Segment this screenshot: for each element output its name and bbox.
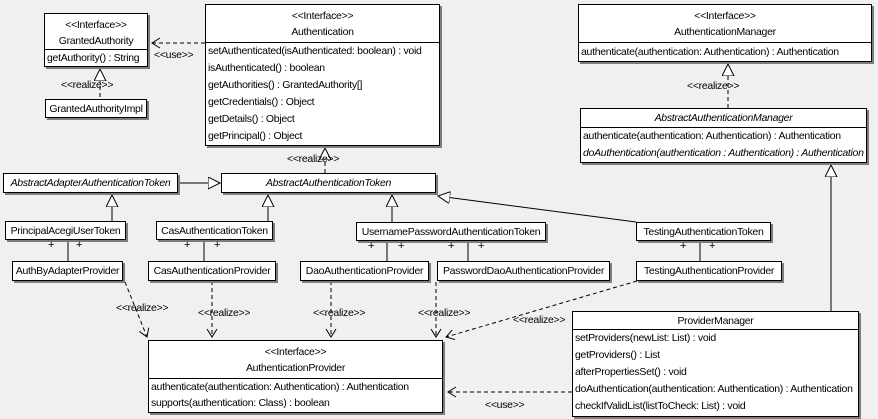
class-name: AbstractAuthenticationManager <box>654 112 793 124</box>
class-name: ProviderManager <box>677 314 754 327</box>
method: afterPropertiesSet() : void <box>575 366 687 378</box>
label-use-grantedauthority: <<use>> <box>154 49 194 61</box>
class-abstract-authentication-manager: AbstractAuthenticationManager authentica… <box>580 108 867 163</box>
class-principal-acegi-user-token: PrincipalAcegiUserToken <box>5 221 126 240</box>
class-name: PasswordDaoAuthenticationProvider <box>442 265 605 277</box>
class-name: AuthenticationManager <box>674 26 776 38</box>
label-realize-authbyadapterprovider: <<realize>> <box>116 302 169 314</box>
class-name: PrincipalAcegiUserToken <box>10 224 121 237</box>
class-abstract-authentication-token: AbstractAuthenticationToken <box>221 173 436 193</box>
methods-compartment: getAuthority() : String <box>45 49 147 66</box>
stereotype: <<Interface>> <box>264 346 327 358</box>
label-realize-abstractauthenticationtoken: <<realize>> <box>287 153 340 165</box>
class-header: ProviderManager <box>573 312 858 329</box>
class-name: GrantedAuthorityImpl <box>49 102 143 115</box>
class-name: UsernamePasswordAuthenticationToken <box>361 225 541 238</box>
association-plus: + <box>478 240 485 252</box>
class-granted-authority-impl: GrantedAuthorityImpl <box>45 99 147 118</box>
label-realize-testingprovider: <<realize>> <box>513 314 566 326</box>
method: setAuthenticated(isAuthenticated: boolea… <box>208 45 422 57</box>
association-plus: + <box>184 239 191 251</box>
method: getPrincipal() : Object <box>208 130 303 142</box>
class-provider-manager: ProviderManager setProviders(newList: Li… <box>572 311 859 417</box>
association-plus: + <box>398 240 405 252</box>
association-plus: + <box>214 239 221 251</box>
edge-realize-testingprovider-authenticationprovider <box>445 280 638 341</box>
label-use-providermanager: <<use>> <box>485 399 525 411</box>
method: supports(authentication: Class) : boolea… <box>151 397 330 409</box>
method: getProviders() : List <box>575 349 660 361</box>
association-plus: + <box>448 240 455 252</box>
class-name: CasAuthenticationToken <box>161 224 268 237</box>
class-name: DaoAuthenticationProvider <box>305 265 424 277</box>
methods-compartment: setProviders(newList: List) : void getPr… <box>573 329 858 415</box>
class-auth-by-adapter-provider: AuthByAdapterProvider <box>12 261 123 281</box>
class-dao-authentication-provider: DaoAuthenticationProvider <box>300 261 429 281</box>
association-plus: + <box>709 240 716 252</box>
methods-compartment: authenticate(authentication: Authenticat… <box>581 127 866 162</box>
label-realize-passworddaoprovider: <<realize>> <box>418 307 471 319</box>
method: doAuthentication(authentication: Authent… <box>575 383 853 395</box>
class-name: CasAuthenticationProvider <box>153 265 271 277</box>
class-cas-authentication-token: CasAuthenticationToken <box>156 221 273 240</box>
class-header: <<Interface>> GrantedAuthority <box>45 14 147 49</box>
methods-compartment: authenticate(authentication: Authenticat… <box>149 378 442 411</box>
class-username-password-authentication-token: UsernamePasswordAuthenticationToken <box>356 222 546 241</box>
method: isAuthenticated() : boolean <box>208 62 325 74</box>
method-abstract: doAuthentication(authentication : Authen… <box>583 147 864 159</box>
class-name: TestingAuthenticationToken <box>643 225 764 238</box>
class-name: AbstractAuthenticationToken <box>265 177 392 189</box>
methods-compartment: authenticate(authentication: Authenticat… <box>579 42 871 61</box>
class-name: AuthByAdapterProvider <box>15 265 120 277</box>
method: getAuthority() : String <box>47 52 140 64</box>
class-testing-authentication-provider: TestingAuthenticationProvider <box>636 261 782 281</box>
class-cas-authentication-provider: CasAuthenticationProvider <box>148 261 276 281</box>
association-plus: + <box>368 240 375 252</box>
method: authenticate(authentication: Authenticat… <box>151 381 409 393</box>
class-authentication: <<Interface>> Authentication setAuthenti… <box>205 4 440 146</box>
label-realize-abstractauthenticationmanager: <<realize>> <box>687 80 740 92</box>
class-name: AuthenticationProvider <box>245 362 346 374</box>
class-granted-authority: <<Interface>> GrantedAuthority getAuthor… <box>44 13 148 67</box>
method: getAuthorities() : GrantedAuthority[] <box>208 79 363 91</box>
method: getCredentials() : Object <box>208 96 315 108</box>
stereotype: <<Interface>> <box>65 19 127 31</box>
class-header: <<Interface>> AuthenticationProvider <box>149 341 442 378</box>
method: setProviders(newList: List) : void <box>575 332 716 344</box>
class-header: <<Interface>> AuthenticationManager <box>579 5 871 42</box>
class-name: AbstractAdapterAuthenticationToken <box>10 177 171 189</box>
method: checkIfValidList(listToCheck: List) : vo… <box>575 400 746 412</box>
stereotype: <<Interface>> <box>694 10 756 22</box>
class-password-dao-authentication-provider: PasswordDaoAuthenticationProvider <box>437 261 610 281</box>
class-name: Authentication <box>291 26 354 38</box>
class-authentication-provider: <<Interface>> AuthenticationProvider aut… <box>148 340 443 413</box>
methods-compartment: setAuthenticated(isAuthenticated: boolea… <box>206 42 439 145</box>
class-testing-authentication-token: TestingAuthenticationToken <box>636 222 771 241</box>
class-name: TestingAuthenticationProvider <box>643 265 775 277</box>
method: authenticate(authentication: Authenticat… <box>583 130 841 142</box>
method: getDetails() : Object <box>208 113 295 125</box>
edge-generalization-testingauthenticationtoken <box>438 196 637 223</box>
label-realize-casauthenticationprovider: <<realize>> <box>198 307 251 319</box>
edge-realize-authbyadapterprovider-authenticationprovider <box>124 281 150 338</box>
class-header: AbstractAuthenticationManager <box>581 109 866 127</box>
method: authenticate(authentication: Authenticat… <box>581 46 839 58</box>
stereotype: <<Interface>> <box>291 10 354 22</box>
label-realize-grantedauthorityimpl: <<realize>> <box>61 79 114 91</box>
class-name: GrantedAuthority <box>58 35 134 47</box>
class-abstract-adapter-authentication-token: AbstractAdapterAuthenticationToken <box>3 173 178 193</box>
association-plus: + <box>680 240 687 252</box>
association-plus: + <box>48 239 55 251</box>
association-plus: + <box>76 239 83 251</box>
label-realize-daoauthenticationprovider: <<realize>> <box>313 307 366 319</box>
class-authentication-manager: <<Interface>> AuthenticationManager auth… <box>578 4 872 62</box>
class-header: <<Interface>> Authentication <box>206 5 439 42</box>
